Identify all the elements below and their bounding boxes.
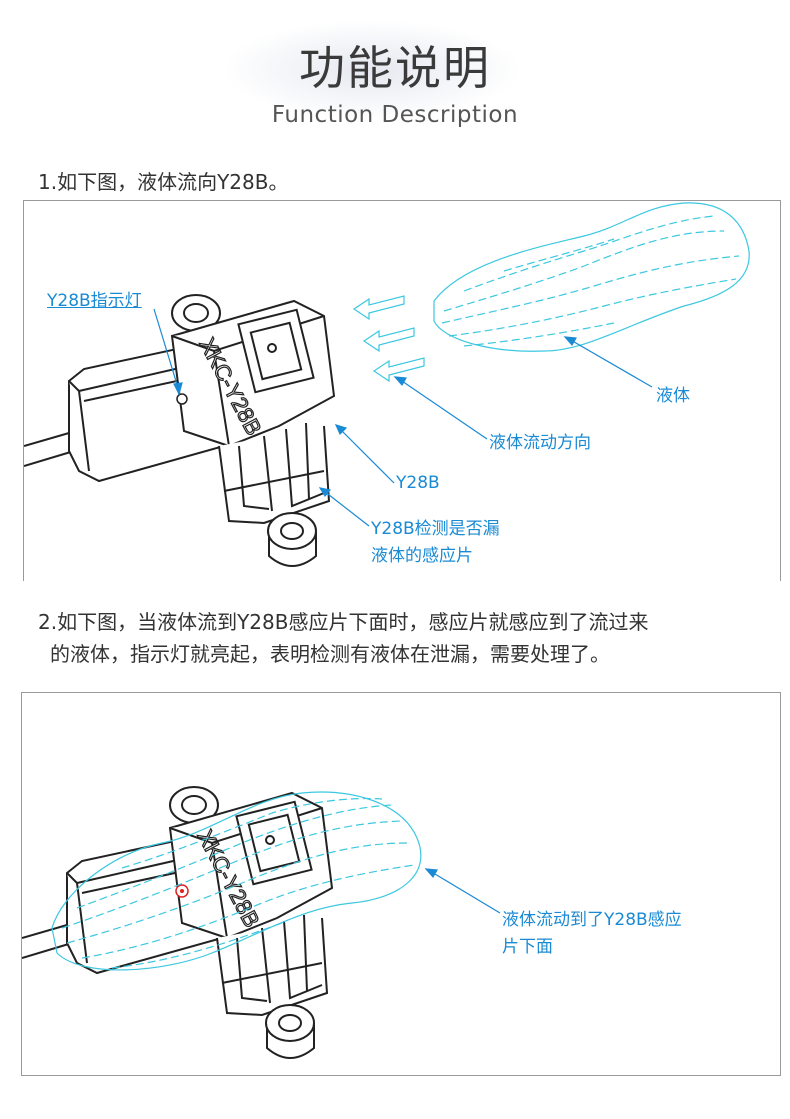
step2-line-1: 2.如下图，当液体流到Y28B感应片下面时，感应片就感应到了流过来 <box>38 610 649 634</box>
label-flow-direction: 液体流动方向 <box>489 433 591 453</box>
step2-line-2: 的液体，指示灯就亮起，表明检测有液体在泄漏，需要处理了。 <box>50 642 610 666</box>
diagram-2-svg: XKC-Y28B <box>22 786 501 1059</box>
page-title: 功能说明 <box>299 41 491 95</box>
label-indicator: Y28B指示灯 <box>47 291 142 311</box>
title-glow <box>222 20 522 120</box>
sensor-head <box>168 791 334 940</box>
liquid-blob <box>51 791 422 971</box>
sensor-head <box>170 299 336 448</box>
sensing-fins <box>218 422 331 525</box>
label-liquid: 液体 <box>656 386 690 406</box>
diagram-panel-1: XKC-Y28B <box>23 200 781 581</box>
mount-lug-bottom <box>265 1004 315 1059</box>
flow-arrow-icon <box>352 295 425 383</box>
mount-lug-bottom <box>267 512 317 567</box>
diagram-panel-2: XKC-Y28B 液体流动到了Y28B感应 片下面 <box>21 692 781 1076</box>
label-reached-1: 液体流动到了Y28B感应 <box>502 910 682 930</box>
label-reached-2: 片下面 <box>502 937 553 957</box>
page-header: 功能说明 Function Description <box>0 0 790 150</box>
page-subtitle: Function Description <box>271 102 519 128</box>
cable <box>24 432 75 467</box>
indicator-dot <box>180 889 184 893</box>
liquid-blob <box>433 202 750 352</box>
leader-lines <box>153 308 653 527</box>
sensing-fins <box>216 914 329 1017</box>
diagram-1-svg: XKC-Y28B <box>24 202 750 567</box>
leader-lines <box>424 868 501 914</box>
label-detect-1: Y28B检测是否漏 <box>371 519 500 539</box>
mount-lug-top <box>171 294 221 332</box>
step1-text: 1.如下图，液体流向Y28B。 <box>38 170 289 194</box>
indicator-light <box>176 393 188 405</box>
cable <box>22 924 73 959</box>
step2-text: 2.如下图，当液体流到Y28B感应片下面时，感应片就感应到了流过来 的液体，指示… <box>38 606 768 670</box>
label-detect-2: 液体的感应片 <box>371 546 473 566</box>
label-sensor: Y28B <box>396 473 440 493</box>
